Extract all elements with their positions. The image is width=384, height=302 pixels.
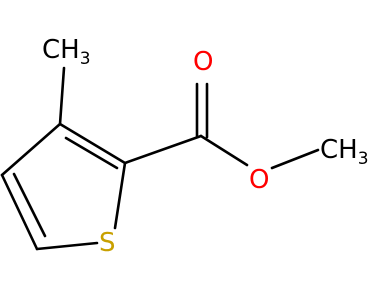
atom-labels: CH3 O O CH3 S: [42, 35, 369, 258]
bond-ring-c2-s: [113, 161, 127, 230]
bond-ring-c5-c4-inner: [12, 172, 47, 238]
bond-ring-c5-c4: [0, 173, 39, 251]
ester-oxygen-label: O: [249, 165, 269, 195]
bond-c2-carbonyl-c: [123, 134, 203, 165]
sulfur-label: S: [99, 228, 116, 258]
bond-carbonyl-c-ester-o: [199, 134, 249, 167]
methyl-right-label: CH3: [320, 135, 369, 169]
bond-c3-methyl: [58, 66, 66, 126]
bond-ester-o-methyl: [270, 148, 320, 170]
bond-ring-c3-c2: [58, 122, 127, 165]
bond-ring-c4-c3: [0, 122, 62, 177]
carbonyl-oxygen-label: O: [193, 47, 213, 77]
bond-ring-s-c5: [35, 241, 99, 251]
methyl-top-label: CH3: [42, 35, 91, 69]
bonds: [0, 66, 320, 251]
bond-ring-c3-c2-inner: [64, 136, 119, 170]
